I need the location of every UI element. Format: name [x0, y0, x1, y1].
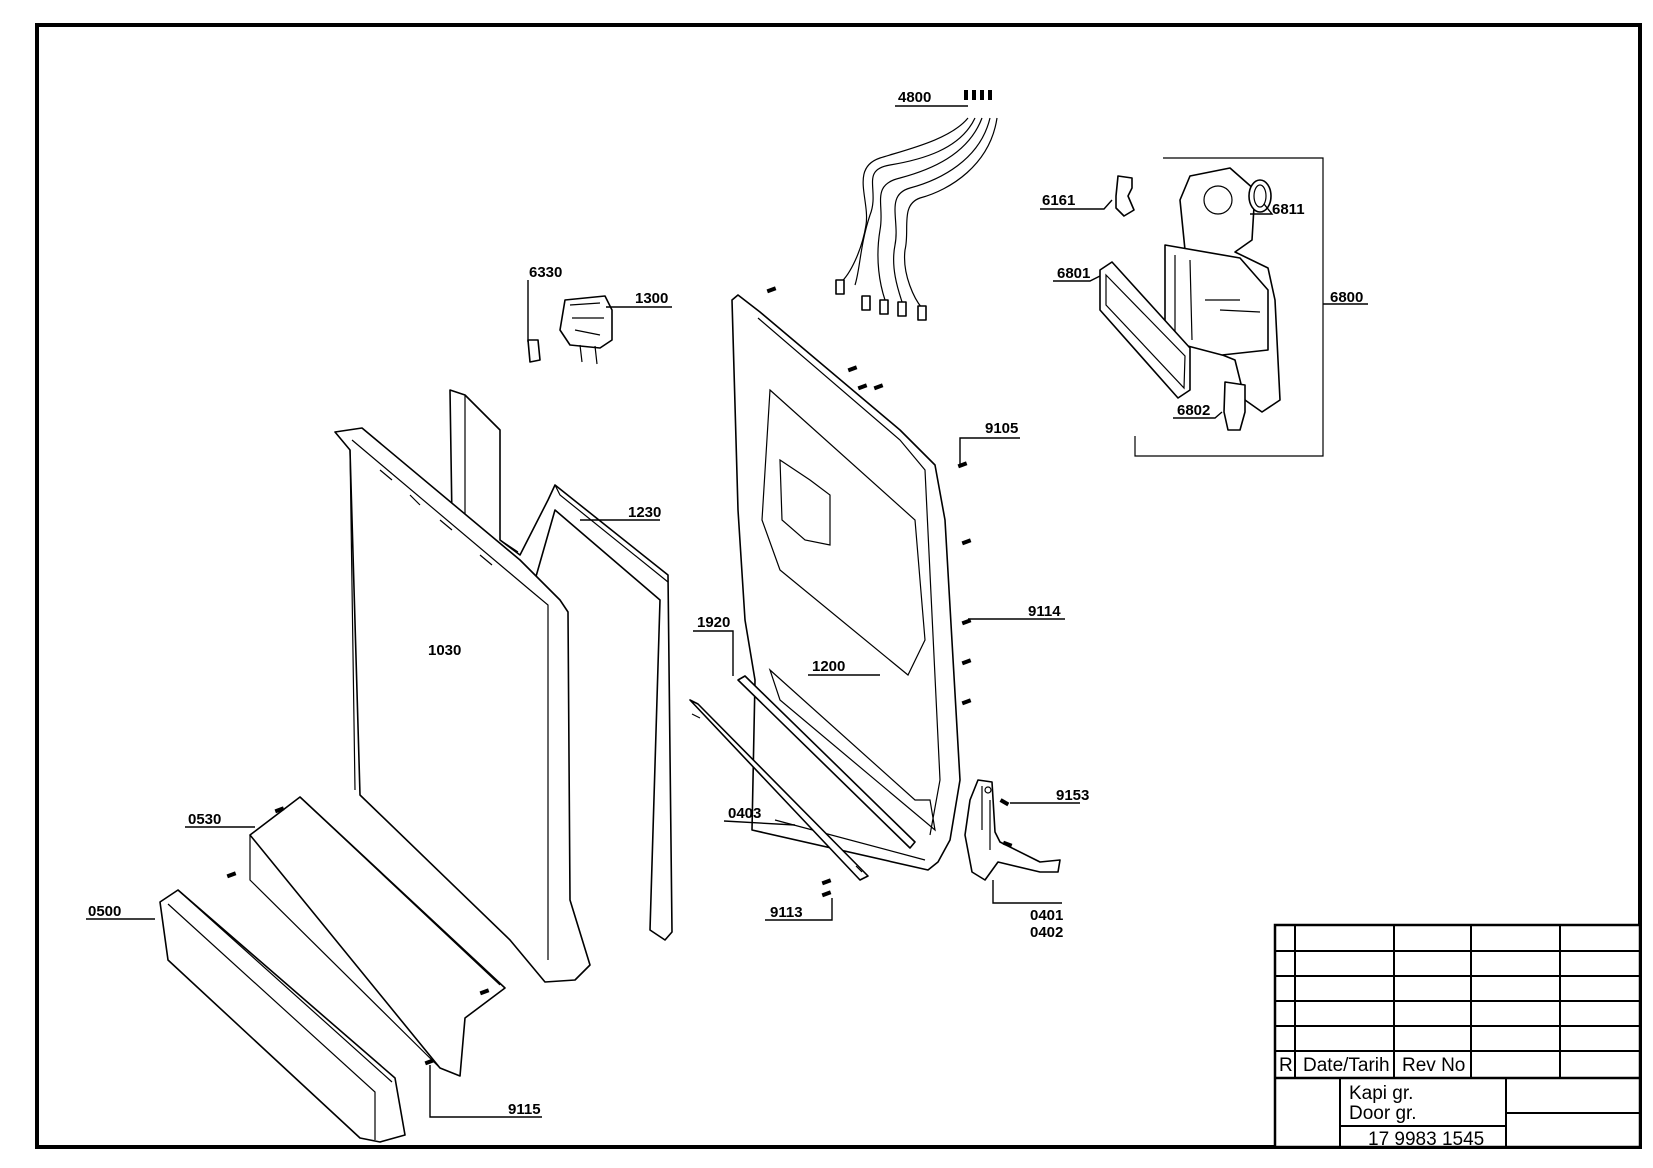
- label-0500: 0500: [88, 903, 121, 920]
- part-labels: 4800 6161 6811 6801 6800 6802 6330 1300 …: [88, 89, 1363, 1118]
- title-block-date-header: Date/Tarih: [1303, 1055, 1390, 1076]
- title-block-drawing-number: 17 9983 1545: [1368, 1129, 1484, 1150]
- label-9114: 9114: [1028, 603, 1061, 620]
- drawing-frame: [35, 23, 1642, 1149]
- part-1030-outer-door-panel: [334, 427, 591, 983]
- label-1030: 1030: [428, 642, 461, 659]
- part-0500-kick-panel: [159, 889, 406, 1143]
- label-4800: 4800: [898, 89, 931, 106]
- screws: [226, 286, 1013, 1066]
- label-6330: 6330: [529, 264, 562, 281]
- label-0530: 0530: [188, 811, 221, 828]
- part-0401-0402-hinge: [964, 779, 1061, 881]
- label-0401: 0401: [1030, 907, 1063, 924]
- label-6811: 6811: [1272, 201, 1305, 218]
- label-6802: 6802: [1177, 402, 1210, 419]
- title-block-name-en: Door gr.: [1349, 1103, 1417, 1124]
- part-0530-kick-bracket: [249, 796, 506, 1077]
- label-9153: 9153: [1056, 787, 1089, 804]
- label-9115: 9115: [508, 1101, 541, 1118]
- title-block-name-tr: Kapi gr.: [1349, 1083, 1413, 1104]
- label-1230: 1230: [628, 504, 661, 521]
- label-1200: 1200: [812, 658, 845, 675]
- part-6800-dispenser-assembly: [1099, 157, 1324, 457]
- label-0403: 0403: [728, 805, 761, 822]
- title-block-r-header: R: [1279, 1055, 1293, 1076]
- label-9113: 9113: [770, 904, 803, 921]
- label-1920: 1920: [697, 614, 730, 631]
- label-6801: 6801: [1057, 265, 1090, 282]
- title-block: R Date/Tarih Rev No Kapi gr. Door gr. 17…: [1273, 923, 1642, 1150]
- label-1300: 1300: [635, 290, 668, 307]
- label-0402: 0402: [1030, 924, 1063, 941]
- label-6161: 6161: [1042, 192, 1075, 209]
- title-block-revno-header: Rev No: [1402, 1055, 1465, 1076]
- label-6800: 6800: [1330, 289, 1363, 306]
- label-9105: 9105: [985, 420, 1018, 437]
- part-0403-rail: [689, 699, 869, 881]
- part-1920-bottom-strip: [737, 675, 916, 849]
- part-4800-cable-harness: [835, 90, 998, 321]
- part-1300-door-lock: [527, 295, 613, 365]
- leader-lines: [86, 105, 1368, 1118]
